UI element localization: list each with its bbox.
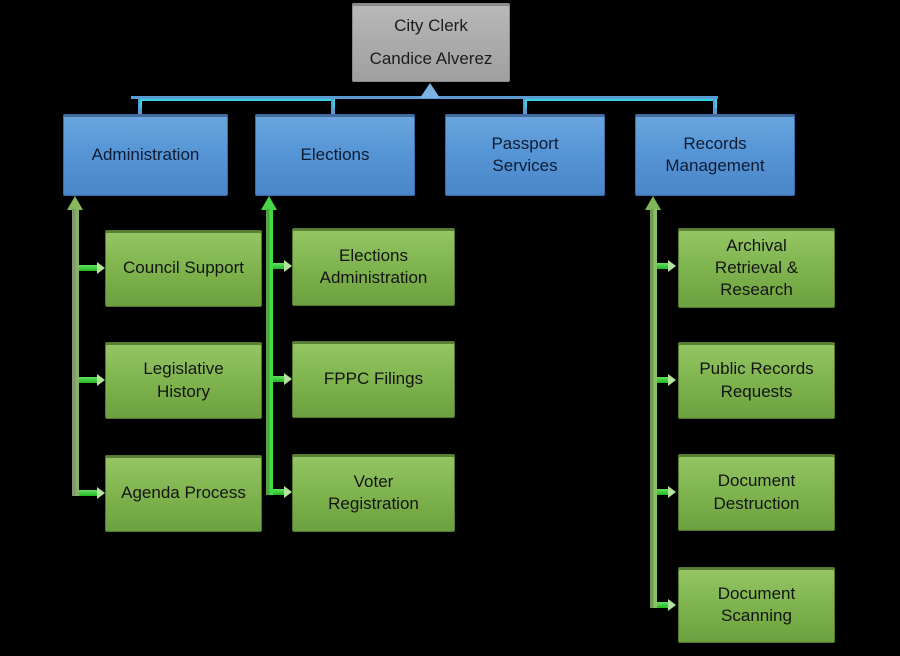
connector-stub-council-support	[79, 265, 100, 271]
node-city-clerk: City Clerk Candice Alverez	[352, 3, 510, 82]
node-administration: Administration	[63, 114, 228, 196]
connector-highlight-elbow-2	[333, 99, 335, 108]
arrowhead-archival	[668, 260, 676, 272]
node-archival-retrieval-research: Archival Retrieval & Research	[678, 228, 835, 308]
arrowhead-elections-administration	[284, 260, 292, 272]
connector-stub-voter-registration	[273, 489, 287, 495]
node-label: Passport Services	[491, 133, 559, 175]
connector-records-vertical	[650, 209, 657, 608]
connector-highlight-elbow-4	[715, 99, 717, 108]
arrow-up-city-clerk	[420, 83, 440, 98]
connector-highlight-elbow-3	[525, 99, 527, 108]
node-passport-services: Passport Services	[445, 114, 605, 196]
node-label: Public Records Requests	[699, 359, 814, 401]
node-voter-registration: Voter Registration	[292, 454, 455, 532]
arrowhead-voter-registration	[284, 486, 292, 498]
node-label: Document Scanning	[717, 583, 796, 625]
connector-elections-vertical	[266, 209, 273, 495]
node-label: Records Management	[665, 133, 765, 175]
arrow-up-administration	[67, 196, 83, 210]
arrowhead-document-destruction	[668, 486, 676, 498]
arrowhead-document-scanning	[668, 599, 676, 611]
node-label: Council Support	[123, 258, 244, 278]
arrowhead-council-support	[97, 262, 105, 274]
connector-stub-fppc-filings	[273, 376, 287, 382]
connector-stub-document-scanning	[657, 602, 671, 608]
node-document-scanning: Document Scanning	[678, 567, 835, 643]
node-label: Elections Administration	[319, 245, 428, 287]
arrowhead-agenda-process	[97, 487, 105, 499]
arrow-up-records-management	[645, 196, 661, 210]
node-legislative-history: Legislative History	[105, 342, 262, 419]
node-label: FPPC Filings	[323, 369, 424, 389]
connector-stub-public-records	[657, 377, 671, 383]
node-agenda-process: Agenda Process	[105, 455, 262, 532]
arrowhead-fppc-filings	[284, 373, 292, 385]
node-elections-administration: Elections Administration	[292, 228, 455, 306]
node-council-support: Council Support	[105, 230, 262, 307]
connector-highlight-elbow-1	[140, 99, 142, 108]
node-fppc-filings: FPPC Filings	[292, 341, 455, 418]
node-label: Archival Retrieval & Research	[714, 235, 799, 300]
node-label: Document Destruction	[713, 471, 800, 513]
connector-administration-vertical	[72, 209, 79, 496]
arrowhead-public-records	[668, 374, 676, 386]
node-elections: Elections	[255, 114, 415, 196]
city-clerk-title: City Clerk	[394, 15, 468, 35]
node-label: Legislative History	[143, 359, 224, 401]
connector-stub-agenda-process	[79, 490, 100, 496]
connector-highlight-right	[525, 99, 717, 101]
node-label: Administration	[91, 144, 200, 164]
node-label: Agenda Process	[121, 483, 246, 503]
node-public-records-requests: Public Records Requests	[678, 342, 835, 419]
city-clerk-name: Candice Alverez	[369, 49, 493, 68]
connector-stub-legislative-history	[79, 377, 100, 383]
arrow-up-elections	[261, 196, 277, 210]
connector-stub-archival	[657, 263, 671, 269]
node-label: Voter Registration	[328, 471, 419, 513]
connector-highlight-left	[138, 99, 334, 101]
node-document-destruction: Document Destruction	[678, 454, 835, 531]
node-records-management: Records Management	[635, 114, 795, 196]
arrowhead-legislative-history	[97, 374, 105, 386]
connector-stub-document-destruction	[657, 489, 671, 495]
connector-stub-elections-administration	[273, 263, 287, 269]
node-label: Elections	[300, 144, 370, 164]
